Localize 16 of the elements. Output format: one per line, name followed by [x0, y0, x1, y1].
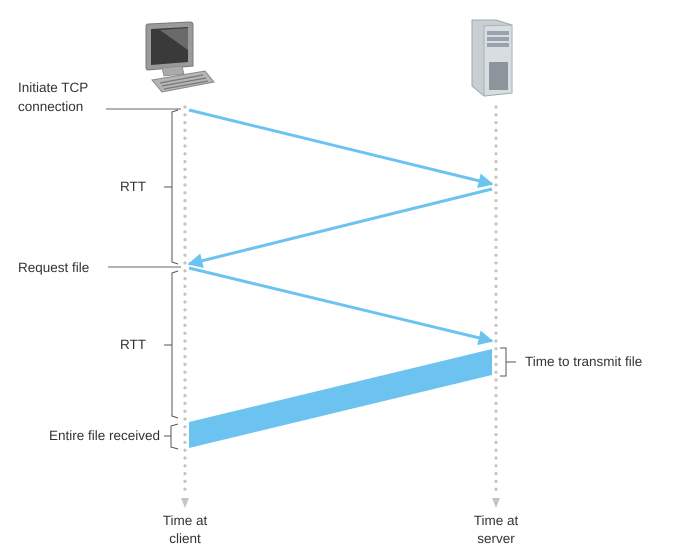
- arrow: [188, 266, 494, 346]
- interval-label: Entire file received: [48, 427, 160, 445]
- leader-line: [108, 266, 182, 268]
- axis-label: Time at server: [472, 512, 520, 548]
- timeline-axis: [492, 104, 500, 508]
- leader-line: [106, 108, 182, 110]
- interval-label: Time to transmit file: [525, 353, 644, 371]
- timeline-axis: [181, 104, 189, 508]
- axis-label: Time at client: [162, 512, 208, 548]
- annotation-text: Initiate TCP connection: [18, 78, 106, 116]
- interval-label: RTT: [119, 336, 146, 354]
- interval-label: RTT: [119, 178, 146, 196]
- data-transfer-band: [189, 349, 492, 448]
- annotation-text: Request file: [18, 258, 108, 277]
- arrow: [188, 188, 492, 268]
- arrow: [188, 108, 494, 188]
